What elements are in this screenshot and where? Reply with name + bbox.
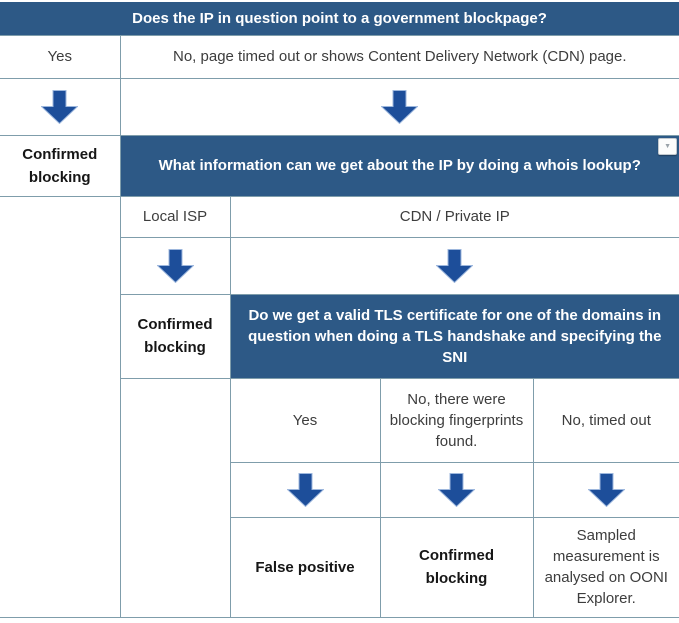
flow-arrow-cell: [379, 461, 534, 518]
answer-q2-local-isp: Local ISP: [119, 195, 231, 238]
answer-q1-yes: Yes: [0, 34, 121, 79]
down-arrow-icon: [381, 89, 419, 124]
flow-arrow-cell: [230, 461, 381, 518]
answer-q3-yes: Yes: [229, 377, 381, 463]
question-whois-text: What information can we get about the IP…: [158, 157, 641, 174]
outcome-sampled-measurement: Sampled measurement is analysed on OONI …: [532, 516, 679, 618]
outcome-false-positive: False positive: [230, 516, 381, 618]
down-arrow-icon: [587, 472, 625, 507]
outcome-confirmed-blocking-3: Confirmed blocking: [379, 516, 534, 618]
outcome-confirmed-blocking-1: Confirmed blocking: [0, 134, 121, 197]
question-tls: Do we get a valid TLS certificate for on…: [229, 293, 679, 379]
collapse-marker-button[interactable]: ▼: [658, 137, 678, 155]
flow-arrow-cell: [532, 461, 679, 518]
flow-arrow-cell: [119, 77, 679, 136]
flow-arrow-cell: [229, 236, 679, 295]
flow-arrow-cell: [0, 77, 121, 136]
answer-q3-no-fingerprints: No, there were blocking fingerprints fou…: [379, 377, 534, 463]
down-arrow-icon: [41, 89, 79, 124]
question-blockpage: Does the IP in question point to a gover…: [0, 2, 679, 36]
question-whois: What information can we get about the IP…: [119, 134, 679, 197]
down-arrow-icon: [286, 472, 324, 507]
outcome-confirmed-blocking-2: Confirmed blocking: [120, 293, 231, 379]
down-arrow-icon: [156, 248, 194, 283]
chevron-down-icon: ▼: [664, 142, 671, 150]
answer-q3-no-timed-out: No, timed out: [532, 377, 679, 463]
flow-arrow-cell: [120, 236, 231, 295]
down-arrow-icon: [438, 472, 475, 507]
answer-q1-no: No, page timed out or shows Content Deli…: [119, 34, 679, 79]
down-arrow-icon: [436, 248, 474, 283]
answer-q2-cdn-private: CDN / Private IP: [229, 195, 679, 238]
empty-left-column-cell: [0, 195, 121, 618]
empty-second-column-cell: [120, 377, 231, 618]
